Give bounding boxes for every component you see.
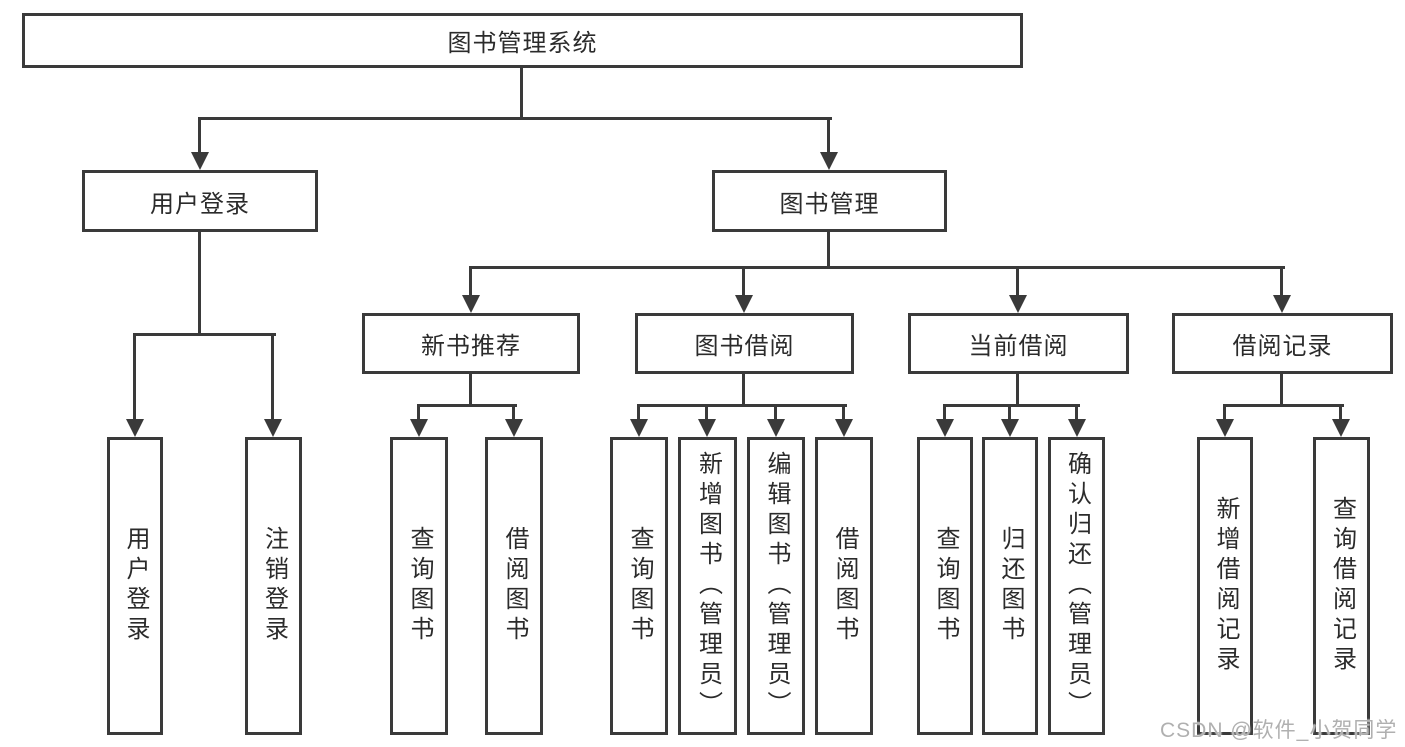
- leaf-query-books: 查询图书: [917, 437, 973, 735]
- arrowhead-icon: [126, 419, 144, 437]
- leaf-user-login: 用户登录: [107, 437, 163, 735]
- connector-line: [520, 68, 523, 120]
- arrowhead-icon: [1273, 295, 1291, 313]
- connector-line: [469, 266, 1285, 269]
- connector-line: [842, 404, 845, 421]
- node-new-book-recommend: 新书推荐: [362, 313, 580, 374]
- arrowhead-icon: [698, 419, 716, 437]
- connector-line: [1008, 404, 1011, 421]
- arrowhead-icon: [767, 419, 785, 437]
- connector-line: [469, 266, 472, 297]
- arrowhead-icon: [835, 419, 853, 437]
- arrowhead-icon: [1009, 295, 1027, 313]
- arrowhead-icon: [630, 419, 648, 437]
- node-book-borrowing: 图书借阅: [635, 313, 854, 374]
- arrowhead-icon: [505, 419, 523, 437]
- connector-line: [133, 333, 136, 421]
- arrowhead-icon: [1001, 419, 1019, 437]
- leaf-borrow-books: 借阅图书: [815, 437, 873, 735]
- leaf-logout: 注销登录: [245, 437, 302, 735]
- node-borrowing-records: 借阅记录: [1172, 313, 1393, 374]
- leaf-edit-books-admin: 编辑图书（管理员）: [747, 437, 805, 735]
- connector-line: [1280, 374, 1283, 407]
- arrowhead-icon: [1216, 419, 1234, 437]
- connector-line: [1223, 404, 1226, 421]
- arrowhead-icon: [936, 419, 954, 437]
- connector-line: [1339, 404, 1342, 421]
- connector-line: [417, 404, 517, 407]
- connector-line: [943, 404, 1080, 407]
- csdn-watermark: CSDN @软件_小贺同学: [1160, 719, 1398, 742]
- connector-line: [133, 333, 276, 336]
- leaf-confirm-return-admin: 确认归还（管理员）: [1048, 437, 1105, 735]
- leaf-query-books: 查询图书: [390, 437, 448, 735]
- connector-line: [774, 404, 777, 421]
- connector-line: [198, 117, 832, 120]
- leaf-query-books: 查询图书: [610, 437, 668, 735]
- connector-line: [827, 117, 830, 155]
- connector-line: [1016, 374, 1019, 407]
- leaf-query-borrow-record: 查询借阅记录: [1313, 437, 1370, 735]
- connector-line: [198, 117, 201, 155]
- connector-line: [512, 404, 515, 421]
- leaf-add-borrow-record: 新增借阅记录: [1197, 437, 1253, 735]
- connector-line: [827, 232, 830, 269]
- connector-line: [742, 374, 745, 407]
- node-book-management: 图书管理: [712, 170, 947, 232]
- node-user-login: 用户登录: [82, 170, 318, 232]
- connector-line: [1223, 404, 1344, 407]
- node-library-system: 图书管理系统: [22, 13, 1023, 68]
- leaf-return-books: 归还图书: [982, 437, 1038, 735]
- connector-line: [943, 404, 946, 421]
- connector-line: [742, 266, 745, 297]
- connector-line: [271, 333, 274, 421]
- connector-line: [637, 404, 640, 421]
- arrowhead-icon: [820, 152, 838, 170]
- leaf-add-books-admin: 新增图书（管理员）: [678, 437, 737, 735]
- arrowhead-icon: [462, 295, 480, 313]
- connector-line: [1016, 266, 1019, 297]
- arrowhead-icon: [735, 295, 753, 313]
- node-current-borrowing: 当前借阅: [908, 313, 1129, 374]
- connector-line: [1075, 404, 1078, 421]
- connector-line: [198, 232, 201, 336]
- arrowhead-icon: [1332, 419, 1350, 437]
- connector-line: [705, 404, 708, 421]
- connector-line: [1280, 266, 1283, 297]
- connector-line: [417, 404, 420, 421]
- connector-line: [637, 404, 847, 407]
- connector-line: [469, 374, 472, 407]
- arrowhead-icon: [410, 419, 428, 437]
- arrowhead-icon: [1068, 419, 1086, 437]
- leaf-borrow-books: 借阅图书: [485, 437, 543, 735]
- arrowhead-icon: [191, 152, 209, 170]
- arrowhead-icon: [264, 419, 282, 437]
